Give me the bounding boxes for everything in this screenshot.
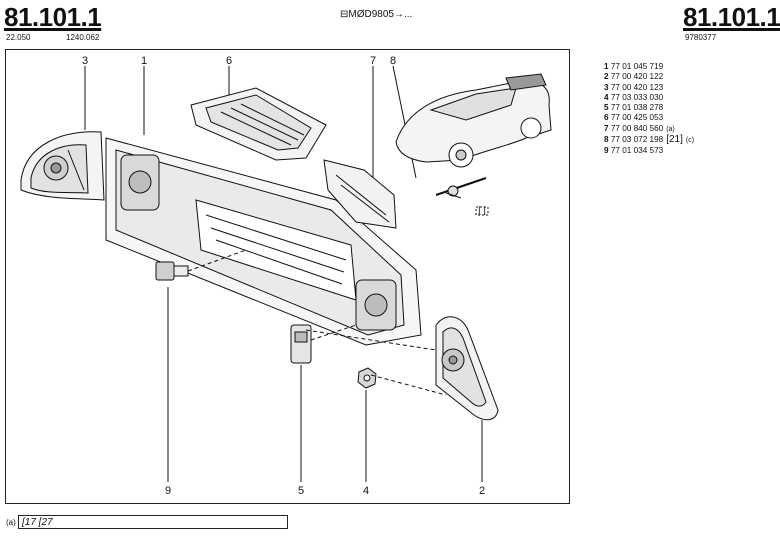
vehicle-illustration	[395, 73, 552, 168]
plate-code: 1240.062	[66, 33, 100, 42]
catalogue-code: 9780377	[685, 33, 717, 42]
diagram-svg: 3 1 6 7 8 9 5 4 2 [ ]	[20, 55, 552, 497]
callout-1: 1	[141, 55, 147, 67]
part-note: (a)	[666, 125, 675, 133]
page-title-right: 81.101.1	[683, 2, 780, 32]
part-row: 2 77 00 420 122	[604, 72, 664, 82]
part-note: [21]	[666, 134, 683, 146]
callout-3: 3	[82, 55, 88, 67]
part-row: 4 77 03 033 030	[604, 92, 664, 102]
push-clip	[435, 177, 487, 199]
callout-6: 6	[226, 55, 232, 67]
footnote-label: (a)	[6, 518, 16, 527]
callout-9: 9	[165, 485, 171, 497]
callout-4: 4	[363, 485, 369, 497]
right-tail-lamp	[435, 316, 499, 421]
part-row: 7 77 00 840 560(a)	[604, 123, 675, 133]
bracket-plate	[323, 159, 397, 229]
clip-location-mark	[475, 206, 489, 216]
page-title: 81.101.1	[4, 2, 102, 32]
nut	[357, 367, 377, 389]
clip-location-mark-label: [ ]	[478, 205, 486, 215]
exploded-diagram: 3 1 6 7 8 9 5 4 2 [ ]	[5, 49, 570, 504]
left-tail-lamp	[20, 131, 105, 201]
part-row: 9 77 01 034 573	[604, 146, 664, 156]
part-note: (c)	[685, 137, 695, 145]
rear-panel	[105, 137, 422, 346]
callout-7: 7	[370, 55, 376, 67]
part-row: 6 77 00 425 053	[604, 113, 664, 123]
bulb	[290, 324, 312, 364]
callout-8: 8	[390, 55, 396, 67]
part-row: 3 77 00 420 123	[604, 82, 664, 92]
footnote-box: [17 [27	[18, 515, 288, 529]
lamp-cover	[190, 87, 327, 161]
part-row: 5 77 01 038 278	[604, 103, 664, 113]
model-applicability: ⊟MØD9805→...	[340, 9, 413, 20]
callout-5: 5	[298, 485, 304, 497]
part-row: 8 77 03 072 198[21](c)	[604, 134, 695, 146]
parts-list: 1 77 01 045 719 2 77 00 420 122 3 77 00 …	[604, 62, 694, 157]
section-code: 22.050	[6, 33, 31, 42]
callout-2: 2	[479, 485, 485, 497]
part-row: 1 77 01 045 719	[604, 62, 664, 71]
